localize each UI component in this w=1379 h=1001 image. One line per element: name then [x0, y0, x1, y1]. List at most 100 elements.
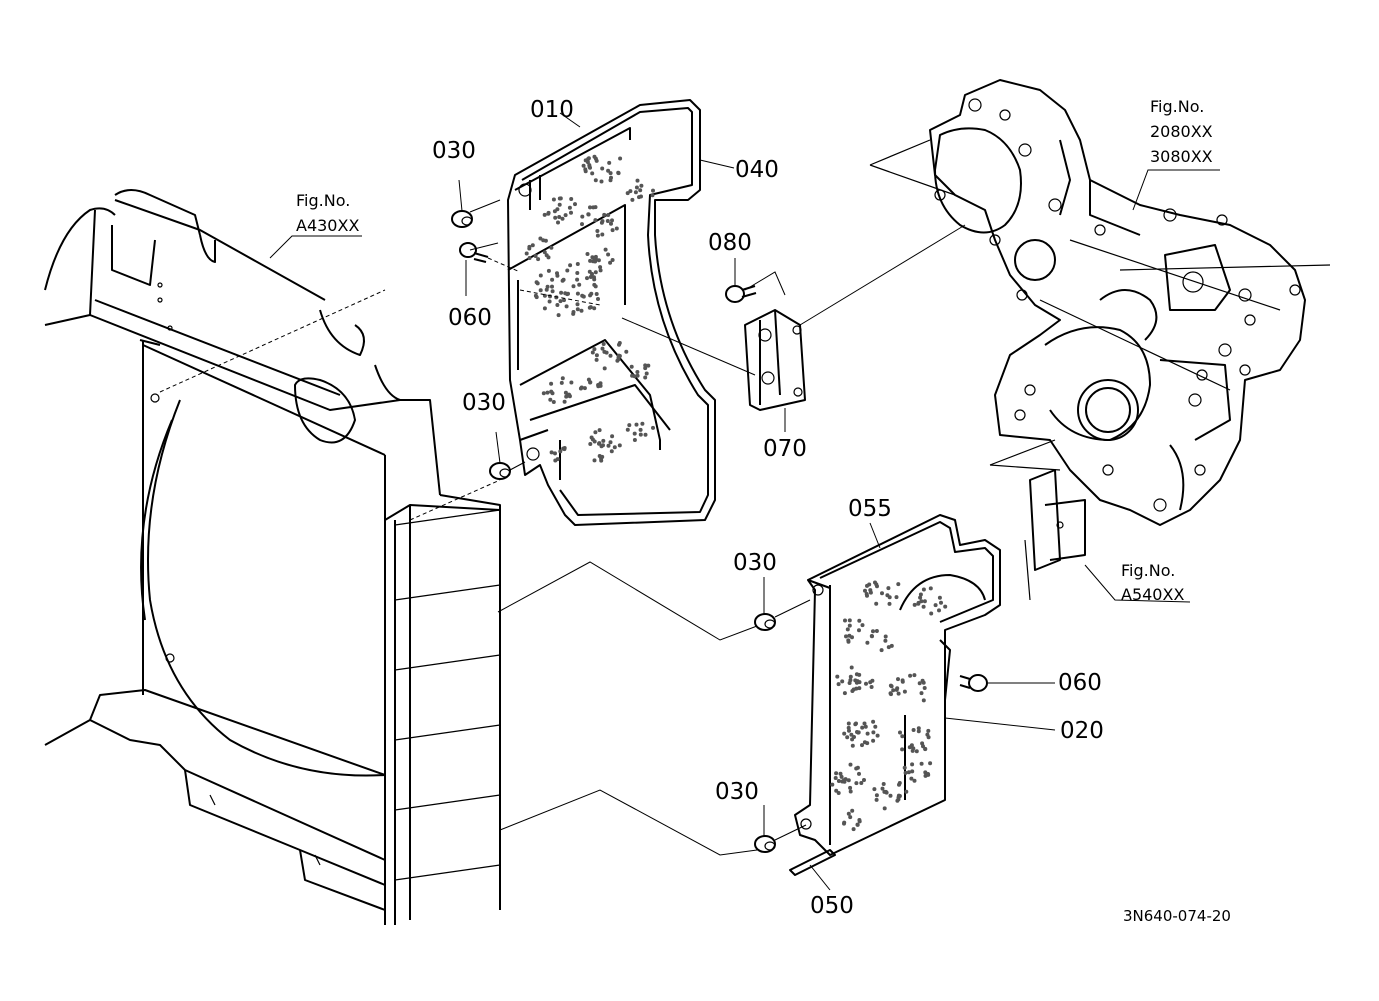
perforation-hole [920, 678, 925, 683]
perforation-hole [841, 778, 846, 783]
perforation-hole [549, 245, 554, 250]
perforation-hole [855, 822, 860, 827]
perforation-hole [557, 202, 562, 207]
label-020: 020 [1060, 718, 1104, 744]
perforation-hole [565, 268, 570, 273]
perforation-hole [921, 587, 926, 592]
perforation-hole [587, 305, 592, 310]
perforation-hole [833, 776, 838, 780]
perforation-hole [929, 611, 934, 616]
perforation-hole [871, 629, 875, 634]
label-010: 010 [530, 97, 574, 123]
perforation-hole [857, 680, 862, 685]
perforation-hole [830, 782, 835, 787]
perforation-hole [896, 582, 901, 587]
perforation-hole [606, 443, 611, 448]
perforation-hole [650, 193, 655, 198]
perforation-hole [907, 745, 912, 750]
perforation-hole [845, 735, 850, 740]
label-060-b: 060 [1058, 670, 1102, 696]
bolt-060-lower [959, 674, 988, 692]
perforation-hole [575, 307, 580, 312]
perforation-hole [847, 681, 852, 685]
perforation-hole [627, 423, 632, 428]
perforation-hole [588, 275, 593, 279]
perforation-hole [871, 730, 876, 735]
perforation-hole [536, 257, 541, 262]
perforation-hole [601, 438, 606, 443]
perforation-hole [933, 603, 938, 608]
perforation-hole [651, 188, 655, 193]
perforation-hole [555, 207, 560, 212]
perforation-hole [839, 774, 844, 779]
perforation-hole [917, 681, 922, 686]
perforation-hole [865, 741, 870, 746]
perforation-hole [643, 432, 648, 437]
perforation-hole [860, 743, 864, 748]
perforation-hole [588, 380, 593, 385]
perforation-hole [891, 688, 896, 693]
perforation-hole [594, 357, 599, 362]
perforation-hole [590, 171, 595, 176]
perforation-hole [558, 299, 563, 304]
bolt-080 [725, 285, 757, 303]
perforation-hole [524, 251, 529, 256]
perforation-hole [563, 291, 568, 296]
perforation-hole [904, 789, 909, 794]
perforation-hole [585, 276, 589, 281]
perforation-hole [602, 349, 607, 354]
perforation-hole [542, 212, 547, 217]
lower-shield-020 [794, 514, 1001, 856]
perforation-hole [578, 386, 583, 391]
perforation-hole [542, 250, 547, 255]
perforation-hole [544, 287, 549, 292]
perforation-hole [575, 262, 580, 266]
ref-a430-code: A430XX [296, 216, 359, 235]
perforation-hole [857, 819, 862, 824]
perforation-hole [937, 608, 941, 613]
perforation-hole [632, 431, 637, 436]
label-030-d: 030 [715, 779, 759, 805]
label-055: 055 [848, 496, 892, 522]
perforation-hole [902, 765, 907, 770]
perforation-hole [575, 291, 580, 296]
drawing-code: 3N640-074-20 [1123, 907, 1231, 925]
perforation-hole [601, 443, 605, 448]
perforation-hole [593, 430, 598, 435]
perforation-hole [607, 160, 612, 165]
perforation-hole [850, 808, 855, 813]
perforation-hole [887, 595, 892, 600]
perforation-hole [546, 268, 551, 273]
perforation-hole [634, 422, 639, 427]
perforation-hole [847, 623, 852, 628]
perforation-hole [562, 298, 566, 303]
perforation-hole [562, 399, 567, 404]
perforation-hole [580, 214, 585, 219]
perforation-hole [608, 353, 613, 358]
perforation-hole [555, 273, 560, 278]
perforation-hole [538, 273, 543, 278]
perforation-hole [575, 277, 580, 282]
perforation-hole [638, 188, 643, 193]
perforation-hole [550, 289, 555, 294]
perforation-hole [556, 220, 560, 225]
perforation-hole [846, 811, 851, 816]
perforation-hole [561, 277, 566, 282]
perforation-hole [632, 438, 637, 442]
perforation-hole [582, 386, 587, 391]
perforation-hole [534, 280, 539, 285]
perforation-hole [874, 797, 879, 802]
perforation-hole [616, 171, 621, 176]
perforation-hole [608, 440, 613, 445]
perforation-hole [840, 679, 845, 684]
perforation-hole [629, 364, 634, 369]
perforation-hole [894, 687, 899, 692]
perforation-hole [544, 253, 549, 258]
perforation-hole [602, 212, 607, 217]
perforation-hole [635, 178, 640, 183]
perforation-hole [600, 232, 605, 237]
perforation-hole [618, 156, 623, 161]
label-040: 040 [735, 157, 779, 183]
perforation-hole [896, 691, 901, 696]
perforation-hole [848, 762, 853, 767]
